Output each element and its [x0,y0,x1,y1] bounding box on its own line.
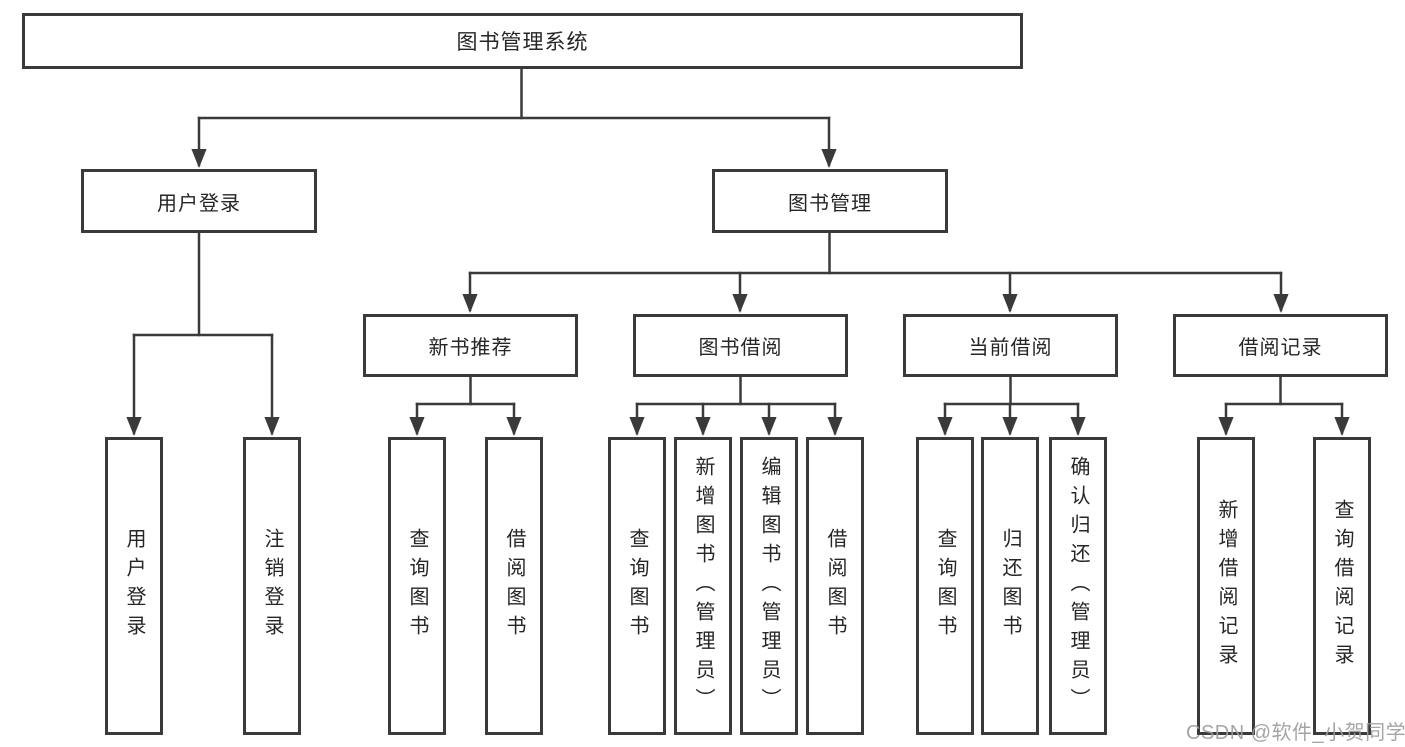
leaf-records-query-borrow-record: 查询借阅记录 [1313,437,1371,735]
connector-borrowing-records-to-leaves [1218,374,1350,436]
node-library-management-system: 图书管理系统 [22,13,1023,69]
node-borrowing-records: 借阅记录 [1173,314,1388,377]
node-user-login: 用户登录 [81,169,317,233]
leaf-borrowing-borrow-books: 借阅图书 [806,437,864,735]
leaf-borrowing-add-books-admin: 新增图书（管理员） [674,437,732,735]
connector-book-management-to-level3 [462,230,1289,313]
watermark: CSDN @软件_小贺同学 [1186,722,1405,744]
leaf-borrowing-query-books: 查询图书 [608,437,666,735]
leaf-borrowing-edit-books-admin: 编辑图书（管理员） [740,437,798,735]
leaf-current-confirm-return-admin: 确认归还（管理员） [1049,437,1107,735]
leaf-records-add-borrow-record: 新增借阅记录 [1197,437,1255,735]
node-book-management: 图书管理 [712,169,948,233]
leaf-current-return-books: 归还图书 [981,437,1039,735]
leaf-current-query-books: 查询图书 [916,437,974,735]
connector-current-borrowing-to-leaves [937,374,1086,436]
leaf-logout: 注销登录 [243,437,301,735]
node-book-borrowing: 图书借阅 [633,314,848,377]
connector-user-login-to-leaves [126,230,280,436]
leaf-user-login: 用户登录 [105,437,163,735]
node-current-borrowing: 当前借阅 [903,314,1118,377]
connector-new-book-to-leaves [409,374,522,436]
leaf-newbook-query-books: 查询图书 [388,437,446,735]
connector-root-to-level2 [191,66,837,168]
connector-book-borrowing-to-leaves [629,374,843,436]
leaf-newbook-borrow-books: 借阅图书 [485,437,543,735]
node-new-book-recommendation: 新书推荐 [363,314,578,377]
